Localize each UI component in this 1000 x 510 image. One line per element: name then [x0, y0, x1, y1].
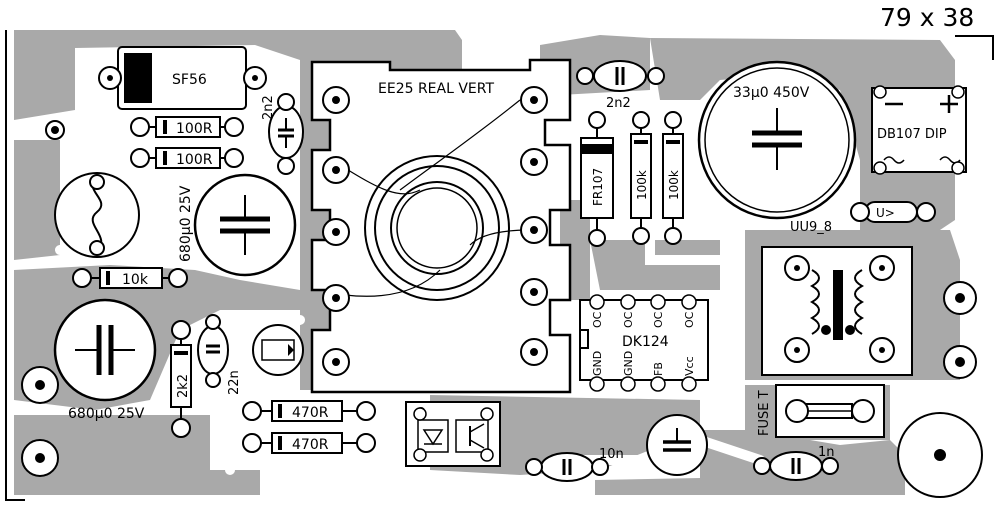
- capacitor-33u-label: 33µ0 450V: [733, 85, 810, 101]
- ic-pin-vcc: Vcc: [683, 356, 696, 376]
- capacitor-10n: [525, 452, 609, 482]
- capacitor-680u-lower-label: 680µ0 25V: [68, 406, 145, 422]
- resistor-100k-left-label: 100k: [635, 170, 649, 200]
- capacitor-22n-label: 22n: [227, 370, 242, 395]
- resistor-10k-label: 10k: [122, 272, 149, 288]
- resistor-2k2: [170, 320, 192, 438]
- resistor-100k-right: [662, 111, 684, 245]
- capacitor-small-electrolytic: [646, 414, 708, 476]
- capacitor-680u-lower: [53, 298, 157, 402]
- varistor-symbol: U>: [876, 206, 895, 220]
- resistor-470r-bottom-label: 470R: [292, 437, 329, 453]
- transformer-pads: [322, 86, 548, 376]
- board-dimension-label: 79 x 38: [880, 3, 974, 32]
- board-outline: [5, 30, 994, 501]
- resistor-100k-right-label: 100k: [667, 170, 681, 200]
- capacitor-680u-upper: [193, 173, 297, 277]
- transformer-label: EE25 REAL VERT: [378, 81, 494, 97]
- capacitor-22n: [197, 314, 229, 388]
- fuse-label: FUSE T: [757, 390, 772, 436]
- capacitor-680u-upper-label: 680µ0 25V: [178, 185, 194, 262]
- fuse: [775, 384, 885, 438]
- diode-sf56-label: SF56: [172, 72, 207, 88]
- varistor: U>: [850, 201, 936, 223]
- resistor-100r-bottom: [130, 147, 244, 169]
- resistor-100r-bottom-label: 100R: [176, 152, 213, 168]
- ic-dk124: [579, 294, 709, 392]
- resistor-100r-top: [130, 116, 244, 138]
- diode-sf56: [98, 46, 267, 110]
- resistor-100r-top-label: 100R: [176, 121, 213, 137]
- common-mode-choke: [761, 246, 913, 376]
- ic-pin-oc-1: OC: [591, 311, 604, 328]
- ic-pin-oc-3: OC: [652, 311, 665, 328]
- varistor-label: UU9_8: [790, 220, 832, 235]
- ic-pin-oc-4: OC: [683, 311, 696, 328]
- resistor-470r-top: [242, 400, 376, 422]
- ic-pin-gnd-1: GND: [591, 351, 604, 376]
- capacitor-33u-450v: [697, 60, 857, 220]
- optocoupler: [405, 401, 501, 467]
- capacitor-2n2-left: [268, 93, 304, 175]
- resistor-10k: [72, 267, 188, 289]
- capacitor-2n2-left-label: 2n2: [261, 95, 276, 120]
- ic-dk124-label: DK124: [622, 334, 669, 350]
- capacitor-10n-label: 10n: [599, 447, 624, 462]
- capacitor-1n: [753, 451, 839, 481]
- thermistor-ntc: [54, 172, 140, 258]
- transformer-ee25: [310, 58, 572, 394]
- ic-pin-gnd-2: GND: [622, 351, 635, 376]
- diode-fr107-label: FR107: [591, 168, 605, 206]
- diode-fr107: [580, 111, 614, 247]
- ic-pin-fb: FB: [652, 362, 665, 376]
- capacitor-2n2-top: [576, 60, 665, 92]
- bridge-db107: [871, 85, 967, 175]
- capacitor-2n2-top-label: 2n2: [606, 96, 631, 111]
- resistor-470r-bottom: [242, 432, 376, 454]
- bridge-db107-label: DB107 DIP: [877, 127, 947, 142]
- resistor-470r-top-label: 470R: [292, 405, 329, 421]
- resistor-100k-left: [630, 111, 652, 245]
- ic-pin-oc-2: OC: [622, 311, 635, 328]
- mounting-holes: [21, 120, 983, 498]
- transistor: [252, 324, 304, 376]
- resistor-2k2-label: 2k2: [176, 374, 191, 398]
- capacitor-1n-label: 1n: [818, 445, 835, 460]
